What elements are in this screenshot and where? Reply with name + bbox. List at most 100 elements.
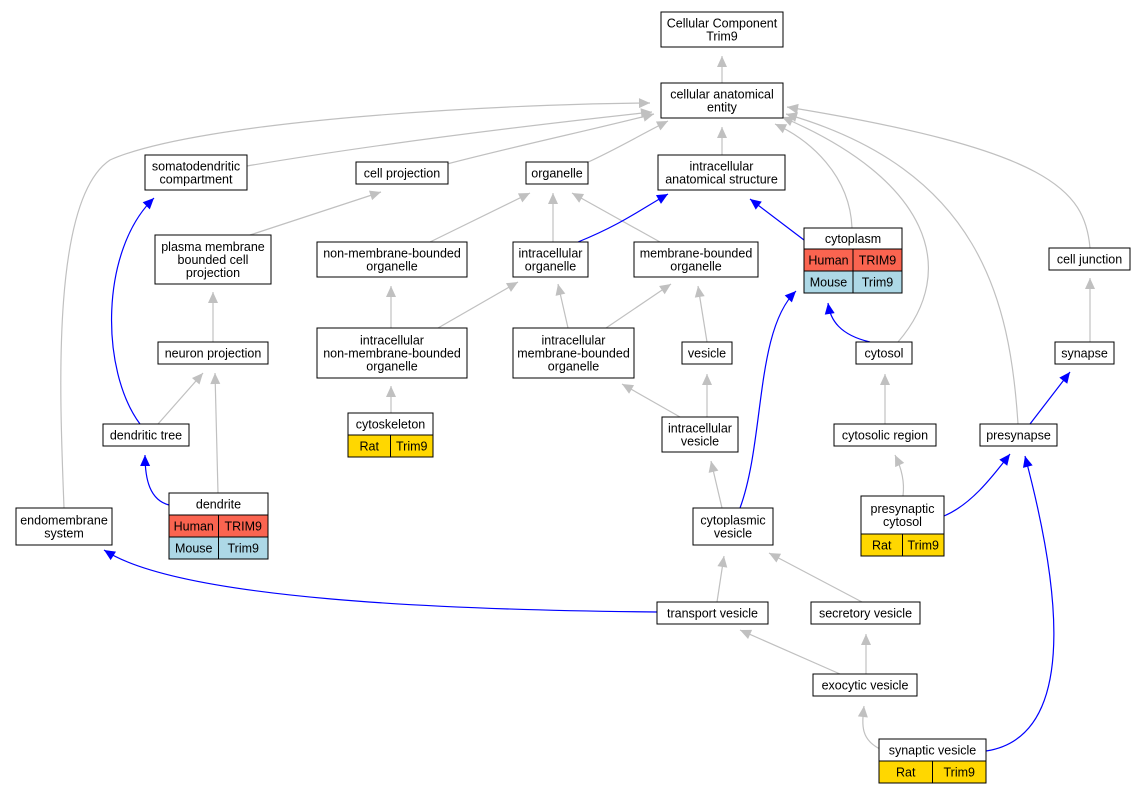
- node-synapse[interactable]: synapse: [1054, 341, 1115, 365]
- edge-cytoplasm-to-cae: [774, 123, 853, 229]
- node-label-line: organelle: [548, 360, 599, 374]
- edge-transportves-to-endomem: [103, 549, 658, 613]
- edge-synapse-to-celljunction: [1085, 278, 1095, 342]
- edge-exocyticves-to-transportves: [739, 629, 841, 675]
- node-box: [812, 673, 918, 697]
- node-cellproj[interactable]: cell projection: [355, 161, 449, 185]
- node-cytosol[interactable]: cytosol: [855, 341, 913, 365]
- edge-arrowhead: [655, 121, 668, 131]
- node-label-line: vesicle: [681, 435, 719, 449]
- node-label-line: neuron projection: [165, 347, 262, 361]
- gene-cell: [932, 760, 987, 784]
- node-secretoryves[interactable]: secretory vesicle: [810, 601, 921, 625]
- node-label-line: Cellular Component: [667, 17, 778, 31]
- edge-arrowhead: [555, 284, 566, 296]
- node-presynapse[interactable]: presynapse: [979, 423, 1058, 447]
- node-label-line: cytosol: [883, 515, 922, 529]
- node-box: [512, 241, 589, 278]
- node-label-line: intracellular: [690, 160, 754, 174]
- edge-arrowhead: [784, 291, 796, 303]
- node-label-line: cytoplasm: [825, 232, 881, 246]
- node-label-line: organelle: [525, 260, 576, 274]
- edge-line: [621, 383, 681, 418]
- edge-arrowhead: [104, 550, 116, 561]
- node-label-line: intracellular: [519, 247, 583, 261]
- edge-arrowhead: [517, 193, 530, 203]
- node-label-line: organelle: [366, 260, 417, 274]
- gene-label: TRIM9: [225, 520, 263, 534]
- edge-exocyticves-to-secretoryves: [861, 634, 871, 674]
- edge-io-to-ias: [577, 193, 669, 243]
- node-label-line: compartment: [160, 173, 233, 187]
- edge-arrowhead: [824, 303, 835, 315]
- node-cytosolicregion[interactable]: cytosolic region: [833, 423, 937, 447]
- edge-cytosol-to-cytoplasm: [824, 302, 871, 343]
- edge-presynapse-to-cae: [785, 112, 1019, 425]
- species-label: Mouse: [175, 542, 213, 556]
- node-inmbo[interactable]: intracellularnon-membrane-boundedorganel…: [316, 327, 468, 379]
- gene-label: Trim9: [908, 539, 940, 553]
- node-box: [144, 154, 248, 191]
- edge-imbo-to-io: [555, 283, 569, 329]
- node-label-line: projection: [186, 266, 240, 280]
- node-box: [833, 423, 937, 447]
- edge-line: [943, 453, 1011, 517]
- node-label-line: somatodendritic: [152, 160, 240, 174]
- node-label-line: non-membrane-bounded: [323, 247, 461, 261]
- edge-arrowhead: [638, 98, 650, 109]
- node-box: [154, 234, 272, 285]
- node-transportves[interactable]: transport vesicle: [656, 601, 769, 625]
- node-label-line: entity: [707, 101, 738, 115]
- node-label-line: synapse: [1061, 347, 1108, 361]
- edge-somato-to-cae: [246, 108, 653, 167]
- node-exocyticves[interactable]: exocytic vesicle: [812, 673, 918, 697]
- node-label-line: presynaptic: [871, 502, 935, 516]
- edge-arrowhead: [857, 706, 868, 718]
- edge-imbo-to-mbo: [605, 283, 672, 329]
- node-label-line: membrane-bounded: [640, 247, 753, 261]
- edge-cytosolicregion-to-cytosol: [880, 374, 890, 424]
- node-box: [656, 601, 769, 625]
- edge-arrowhead: [694, 286, 705, 298]
- edge-dendtree-to-somato: [110, 197, 155, 425]
- node-label-line: anatomical structure: [665, 173, 778, 187]
- edge-arrowhead: [1059, 372, 1070, 384]
- edge-celljunction-to-cae: [786, 103, 1091, 249]
- edge-arrowhead: [717, 556, 728, 568]
- edge-precytosol-to-presynapse: [943, 453, 1011, 517]
- node-label-line: synaptic vesicle: [889, 744, 977, 758]
- node-vesicle[interactable]: vesicle: [681, 341, 733, 365]
- node-label-line: cell junction: [1057, 253, 1122, 267]
- edge-arrowhead: [386, 286, 396, 297]
- node-organelle[interactable]: organelle: [525, 161, 589, 185]
- gene-cell: [390, 434, 434, 458]
- edge-arrowhead: [750, 199, 762, 210]
- node-dendtree[interactable]: dendritic tree: [102, 423, 190, 447]
- node-label-line: dendritic tree: [110, 429, 182, 443]
- edge-arrowhead: [642, 111, 654, 122]
- edge-neuronproj-to-pmbcp: [208, 292, 218, 342]
- edge-line: [739, 629, 841, 675]
- node-neuronproj[interactable]: neuron projection: [157, 341, 269, 365]
- edge-line: [437, 281, 519, 329]
- edge-line: [768, 552, 863, 603]
- edge-arrowhead: [769, 553, 782, 563]
- node-celljunction[interactable]: cell junction: [1048, 247, 1131, 271]
